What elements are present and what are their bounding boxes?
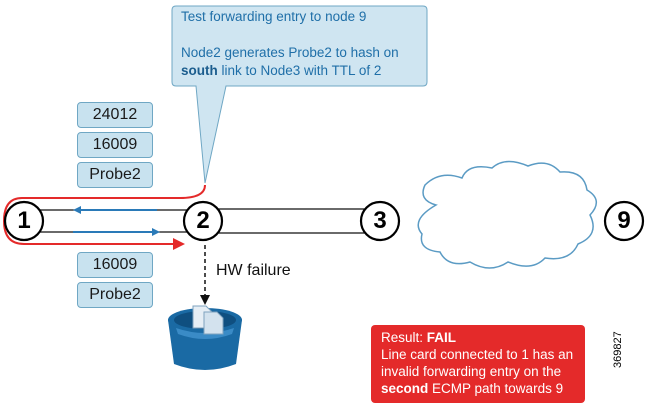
probe-path	[2, 184, 206, 250]
callout-line-3: south link to Node3 with TTL of 2	[181, 62, 416, 80]
label-stack-top-2: 16009	[77, 132, 153, 158]
callout-line-3-rest: link to Node3 with TTL of 2	[217, 63, 382, 78]
label-stack-top-3: Probe2	[77, 162, 153, 188]
node-1-label: 1	[17, 207, 31, 234]
figure-id: 369827	[612, 331, 624, 368]
callout-line-1: Test forwarding entry to node 9	[181, 9, 367, 24]
node-3-label: 3	[373, 207, 387, 234]
node-2	[182, 200, 224, 242]
node-2-label: 2	[196, 207, 210, 234]
node-1	[3, 200, 45, 242]
node-3	[359, 200, 401, 242]
result-line-4: second ECMP path towards 9	[381, 380, 575, 397]
callout-bold-word: south	[181, 63, 218, 78]
result-box: Result: FAIL Line card connected to 1 ha…	[371, 325, 585, 403]
result-bold-word: second	[381, 381, 429, 396]
node-9-label: 9	[617, 207, 631, 234]
label-stack-bottom-2: Probe2	[77, 282, 153, 308]
label-stack-bottom-1: 16009	[77, 252, 153, 278]
hw-failure-label: HW failure	[216, 262, 291, 279]
result-line-2: Line card connected to 1 has an	[381, 347, 574, 362]
cloud-icon	[417, 160, 597, 269]
document-icon	[192, 305, 224, 335]
callout-line-2: Node2 generates Probe2 to hash on	[181, 45, 399, 60]
result-line-4-rest: ECMP path towards 9	[428, 381, 564, 396]
node-9	[603, 200, 645, 242]
label-stack-top-1: 24012	[77, 102, 153, 128]
link-1-2	[30, 209, 200, 233]
callout-text: Test forwarding entry to node 9 Node2 ge…	[181, 8, 416, 80]
callout-bubble	[171, 5, 428, 184]
result-status: FAIL	[426, 330, 457, 345]
result-line-1: Result: FAIL	[381, 329, 575, 346]
link-2-3	[200, 208, 380, 234]
result-line-3: invalid forwarding entry on the	[381, 364, 562, 379]
result-prefix: Result:	[381, 330, 427, 345]
